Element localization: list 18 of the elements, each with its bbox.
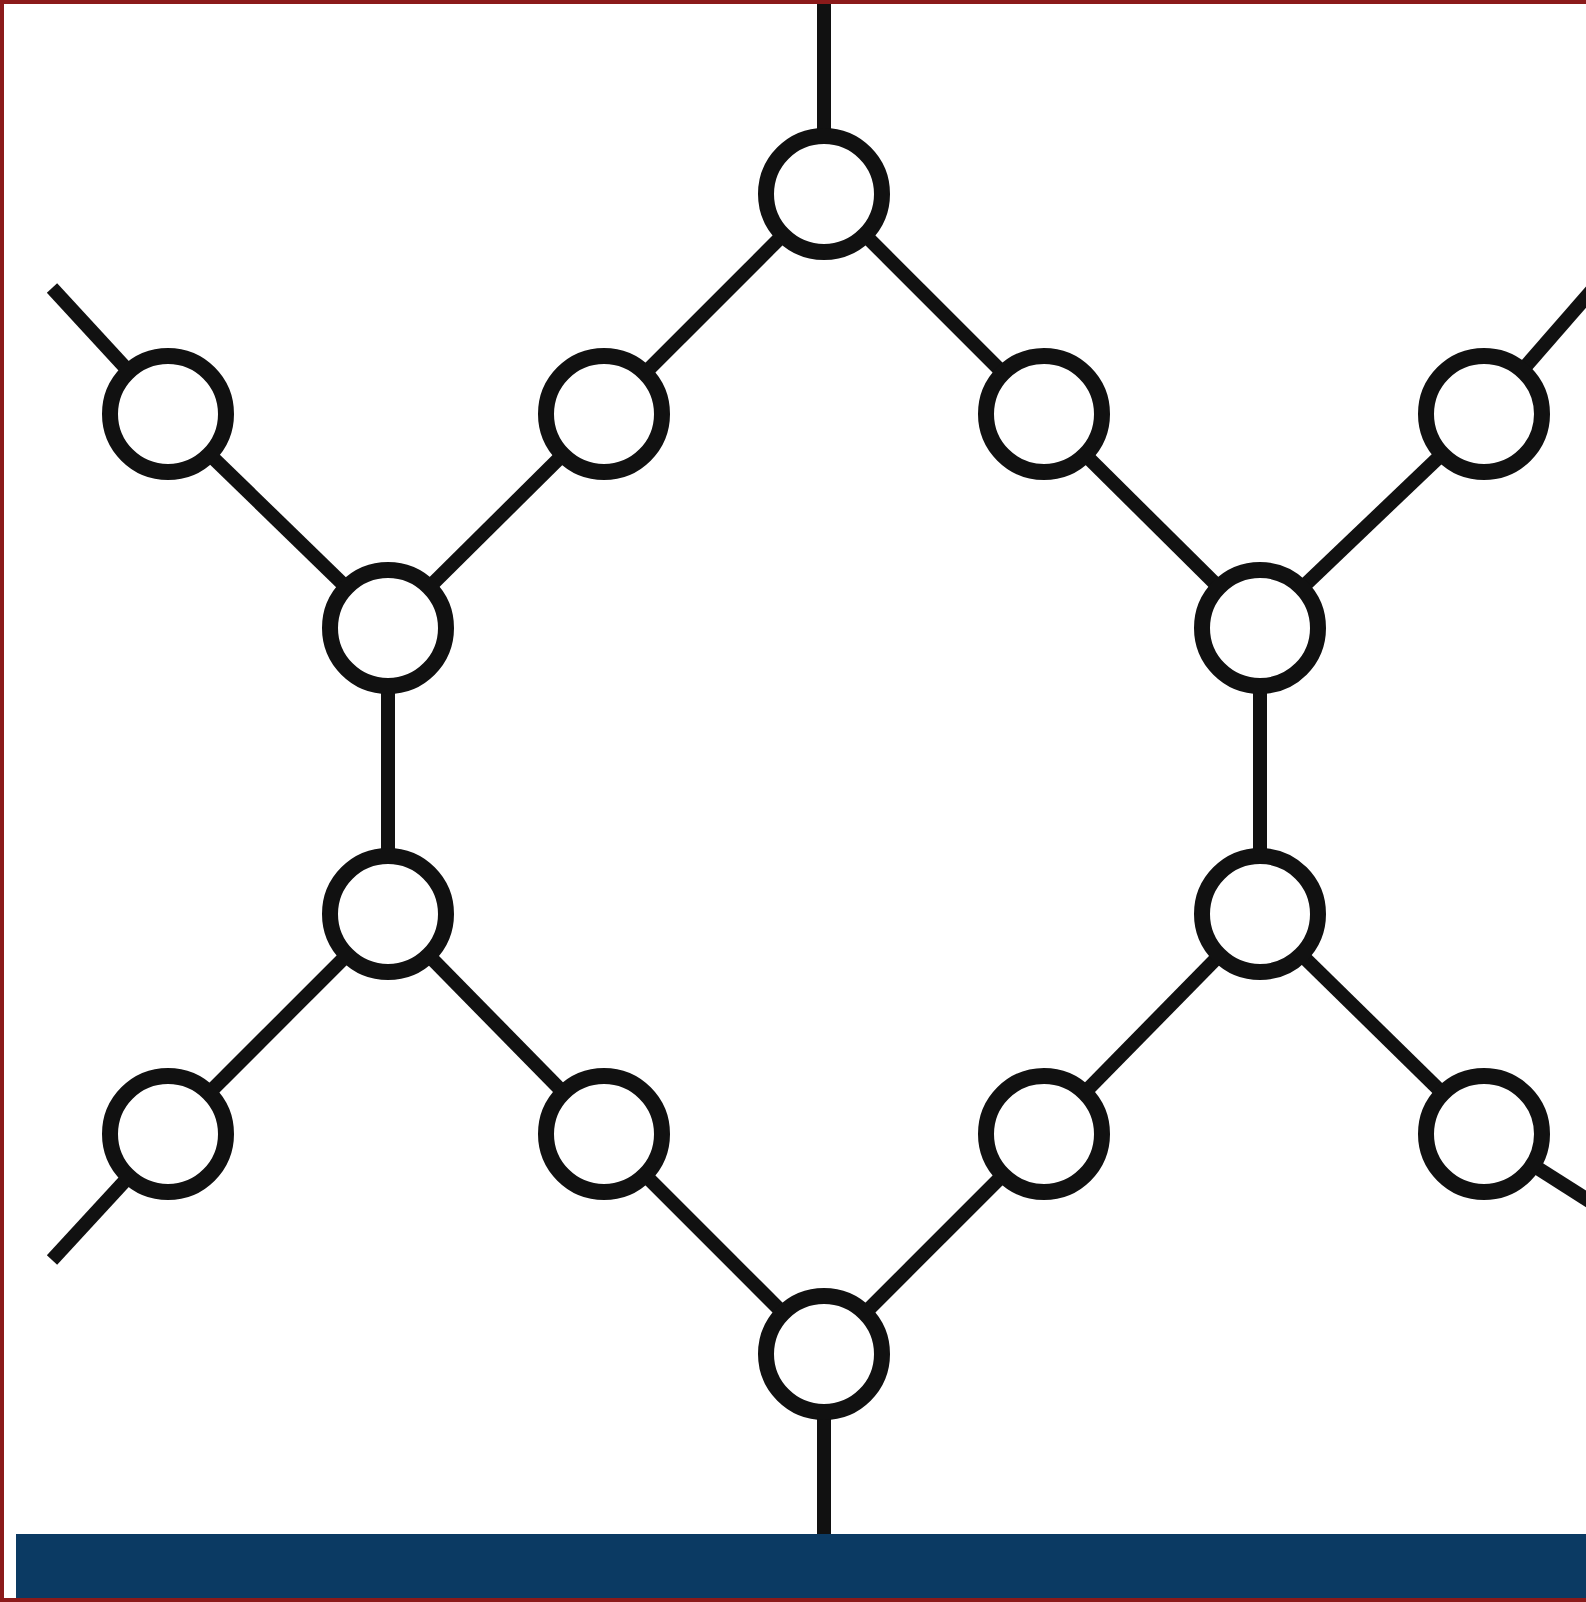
circle-node [978, 348, 1110, 480]
connector-line [204, 950, 352, 1098]
circle-node [322, 562, 454, 694]
circle-node [102, 1068, 234, 1200]
circle-node [758, 1288, 890, 1420]
circle-node [1418, 348, 1550, 480]
circle-node [1194, 562, 1326, 694]
circle-node [758, 128, 890, 260]
connector-line [640, 230, 788, 378]
circle-node [538, 1068, 670, 1200]
circle-node [1418, 1068, 1550, 1200]
connector-line [640, 1170, 788, 1318]
connector-line [860, 1170, 1008, 1318]
circle-node [538, 348, 670, 480]
circle-node [1194, 848, 1326, 980]
circle-node [978, 1068, 1110, 1200]
circle-node [102, 348, 234, 480]
circle-node [322, 848, 454, 980]
